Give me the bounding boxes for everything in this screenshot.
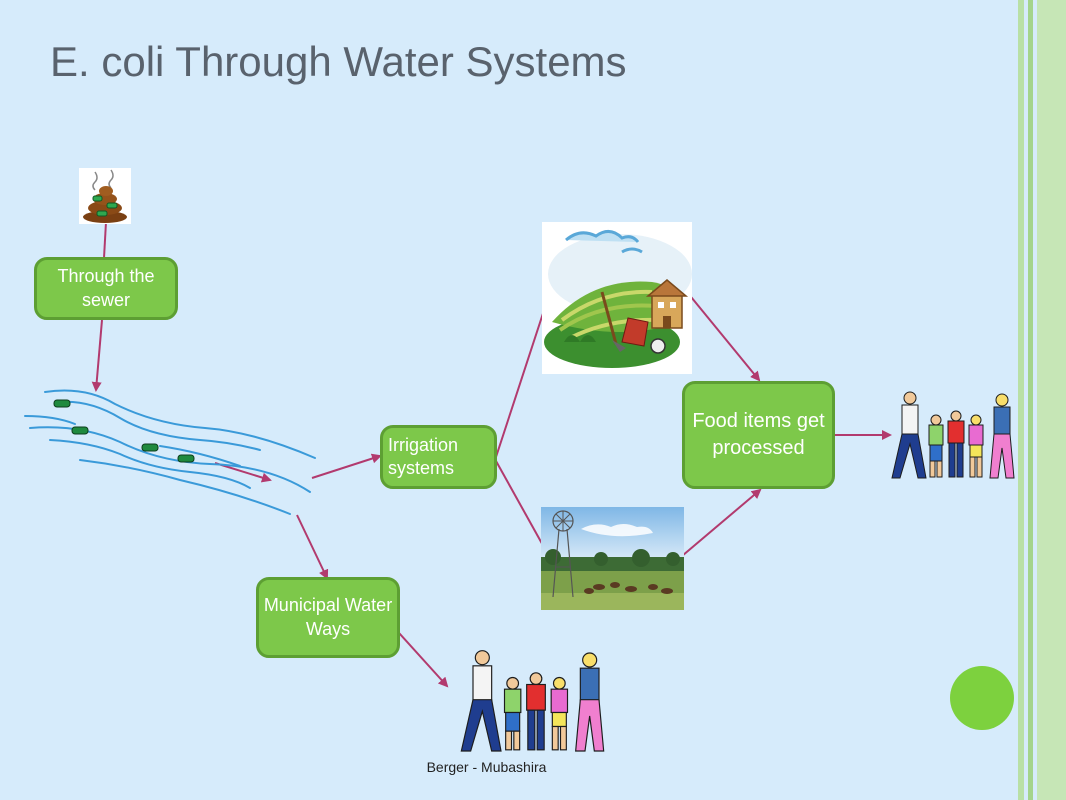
- arrow-poop-to-sewer: [103, 221, 107, 259]
- poop-icon: [79, 168, 131, 224]
- arrow-irrigation-to-farm: [495, 290, 553, 458]
- arrow-farm-to-food: [686, 291, 761, 382]
- arrow-sewer-to-river: [91, 319, 103, 392]
- node-irrigation-systems: Irrigation systems: [380, 425, 497, 489]
- farm-field-icon: [542, 222, 692, 374]
- footer-credit: Berger - Mubashira: [426, 759, 547, 775]
- windmill-pasture-icon: [541, 507, 684, 610]
- arrow-pasture-to-food: [681, 488, 762, 557]
- decorative-green-dot: [950, 666, 1014, 730]
- decorative-side-bars: [1016, 0, 1066, 800]
- node-through-the-sewer: Through the sewer: [34, 257, 178, 320]
- river-icon: [20, 380, 320, 520]
- arrow-river-to-municipal: [296, 514, 329, 580]
- node-food-items-get-processed: Food items get processed: [682, 381, 835, 489]
- arrow-river-to-irrigation: [311, 453, 382, 479]
- family-icon: [445, 648, 620, 756]
- node-municipal-water-ways: Municipal Water Ways: [256, 577, 400, 658]
- page-title: E. coli Through Water Systems: [50, 38, 627, 85]
- family-icon: [878, 390, 1028, 482]
